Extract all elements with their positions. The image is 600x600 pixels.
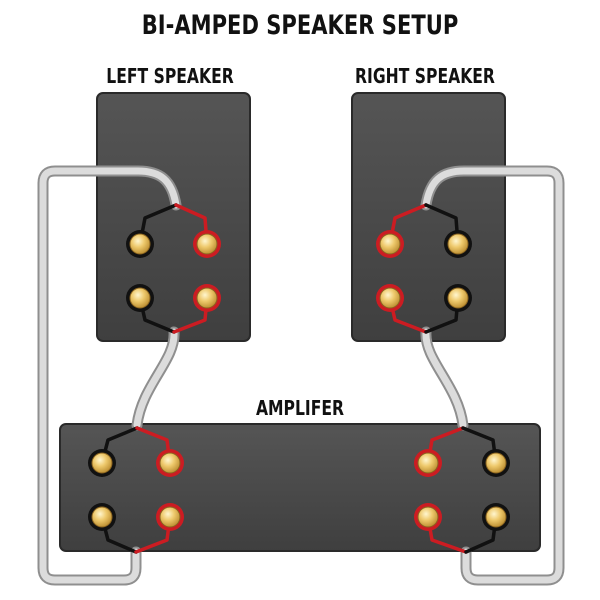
ls-terminal-pos-bottom [193, 284, 221, 312]
rs-terminal-neg-bottom [444, 284, 472, 312]
speaker-cables [37, 165, 565, 586]
left-outer-cable [39, 167, 180, 584]
ls-terminal-neg-bottom [126, 284, 154, 312]
amp-terminal-right-neg-top [482, 449, 510, 477]
ls-terminal-neg-top [126, 230, 154, 258]
amplifier-box [59, 423, 541, 552]
amp-terminal-left-pos-top [156, 449, 184, 477]
amp-terminal-left-neg-top [88, 449, 116, 477]
ls-terminal-pos-top [193, 230, 221, 258]
diagram-title: BI-AMPED SPEAKER SETUP [141, 10, 459, 41]
left-speaker-box [96, 92, 251, 342]
right-outer-cable [422, 167, 563, 584]
rs-terminal-neg-top [444, 230, 472, 258]
amp-terminal-left-neg-bottom [88, 503, 116, 531]
amp-terminal-right-pos-top [414, 449, 442, 477]
terminals [88, 230, 510, 531]
right-speaker-box [351, 92, 506, 342]
amp-terminal-right-pos-bottom [414, 503, 442, 531]
right-speaker-label: RIGHT SPEAKER [355, 64, 495, 88]
amp-terminal-left-pos-bottom [156, 503, 184, 531]
right-inner-cable [422, 328, 467, 429]
left-inner-cable [133, 328, 178, 429]
rs-terminal-pos-top [376, 230, 404, 258]
left-speaker-label: LEFT SPEAKER [106, 64, 234, 88]
amplifier-label: AMPLIFER [255, 396, 345, 420]
rs-terminal-pos-bottom [376, 284, 404, 312]
amp-terminal-right-neg-bottom [482, 503, 510, 531]
